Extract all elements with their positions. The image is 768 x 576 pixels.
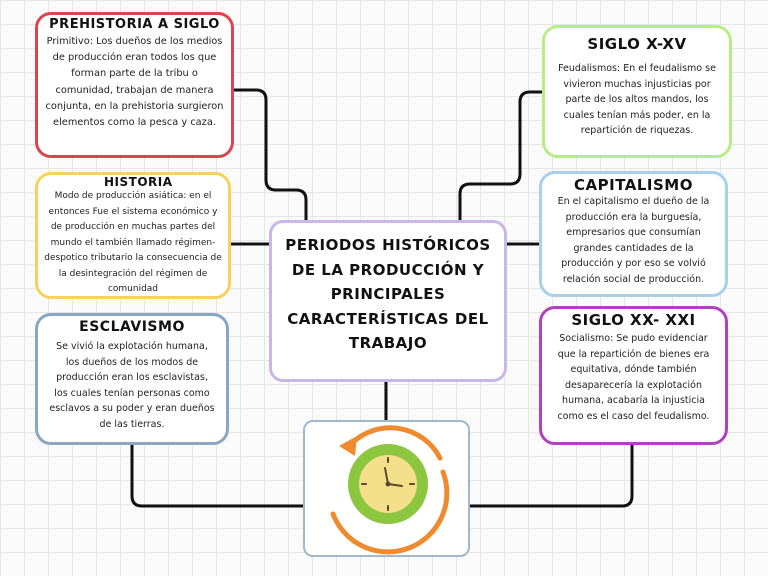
node-siglo-xx-xxi: SIGLO XX- XXI Socialismo: Se pudo eviden… bbox=[539, 306, 728, 445]
node-body: Socialismo: Se pudo evidenciar que la re… bbox=[557, 333, 710, 422]
connector-siglo-xx bbox=[468, 443, 634, 508]
clock-illustration bbox=[303, 420, 470, 557]
node-prehistoria: PREHISTORIA A SIGLO Primitivo: Los dueño… bbox=[35, 12, 234, 158]
connector-esclavismo bbox=[130, 443, 305, 508]
node-title: SIGLO XX- XXI bbox=[571, 311, 696, 329]
node-body: En el capitalismo el dueño de la producc… bbox=[557, 196, 710, 285]
central-topic: PERIODOS HISTÓRICOS DE LA PRODUCCIÓN Y P… bbox=[269, 220, 507, 382]
node-title: ESCLAVISMO bbox=[79, 319, 185, 335]
node-body: Modo de producción asiática: en el enton… bbox=[44, 191, 222, 294]
connector-prehistoria bbox=[232, 88, 308, 222]
node-capitalismo: CAPITALISMO En el capitalismo el dueño d… bbox=[539, 171, 728, 297]
node-body: Primitivo: Los dueños de los medios de p… bbox=[45, 36, 224, 129]
node-body: Se vivió la explotación humana, los dueñ… bbox=[49, 341, 215, 430]
node-historia: HISTORIA Modo de producción asiática: en… bbox=[35, 172, 231, 299]
node-title: SIGLO X-XV bbox=[587, 35, 687, 53]
node-title: CAPITALISMO bbox=[574, 176, 693, 194]
node-title: HISTORIA bbox=[104, 175, 173, 189]
node-body: Feudalismos: En el feudalismo se viviero… bbox=[558, 63, 716, 136]
node-siglo-x-xv: SIGLO X-XV Feudalismos: En el feudalismo… bbox=[542, 25, 732, 158]
clock-with-circular-arrow-icon bbox=[330, 425, 450, 555]
node-title: PREHISTORIA A SIGLO bbox=[49, 17, 220, 32]
connector-siglo-x bbox=[458, 90, 544, 222]
node-esclavismo: ESCLAVISMO Se vivió la explotación human… bbox=[35, 313, 229, 445]
central-title: PERIODOS HISTÓRICOS DE LA PRODUCCIÓN Y P… bbox=[285, 236, 491, 352]
